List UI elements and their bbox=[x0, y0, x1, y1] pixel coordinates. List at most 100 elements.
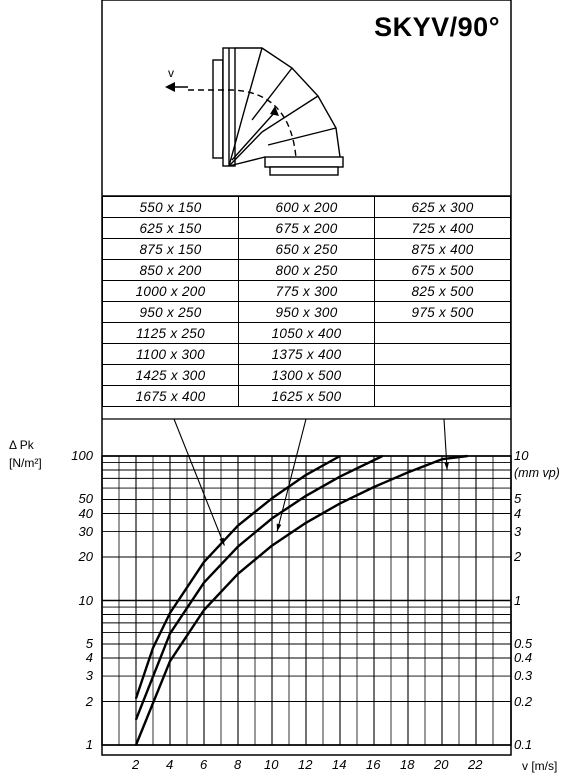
y-tick-label-left: 10 bbox=[78, 592, 93, 608]
y-tick-label-right: 5 bbox=[514, 491, 522, 507]
size-cell: 1625 x 500 bbox=[238, 385, 376, 407]
y-tick-label-right: 0.1 bbox=[514, 737, 533, 752]
curve-point bbox=[466, 455, 469, 457]
y-tick-label-left: 2 bbox=[85, 693, 93, 709]
curve-point bbox=[271, 497, 273, 500]
size-cell bbox=[374, 322, 511, 344]
y-tick-label-left: 20 bbox=[78, 549, 93, 564]
size-cell bbox=[374, 343, 511, 365]
y-axis-label-right: (mm vp) bbox=[514, 466, 560, 480]
size-cell: 1100 x 300 bbox=[101, 343, 240, 365]
x-axis-label: v [m/s] bbox=[522, 759, 558, 773]
size-cell: 1300 x 500 bbox=[238, 364, 376, 386]
curve-point bbox=[271, 517, 273, 520]
x-tick-label: 8 bbox=[234, 757, 242, 772]
size-cell: 625 x 150 bbox=[101, 217, 240, 239]
x-tick-label: 20 bbox=[434, 757, 449, 772]
size-cell: 675 x 500 bbox=[374, 259, 511, 281]
curve-point bbox=[237, 524, 239, 527]
size-cell bbox=[374, 385, 511, 407]
curve-point bbox=[305, 474, 307, 476]
y-tick-label-left: 5 bbox=[85, 635, 93, 651]
x-tick-label: 6 bbox=[200, 757, 208, 772]
curve-point bbox=[373, 486, 375, 488]
size-cell bbox=[374, 364, 511, 386]
curve-series-1 bbox=[134, 454, 341, 699]
size-cell: 1000 x 200 bbox=[101, 280, 240, 302]
curve-point bbox=[237, 573, 239, 575]
curve-point bbox=[203, 561, 205, 563]
y-tick-label-right: 3 bbox=[514, 523, 522, 539]
y-tick-label-right: 0.3 bbox=[514, 668, 533, 684]
curve-point bbox=[169, 660, 171, 663]
chart-curves bbox=[134, 454, 469, 746]
y-axis-label-line2: [N/m²] bbox=[9, 456, 42, 470]
y-tick-label-left: 50 bbox=[78, 491, 93, 507]
size-cell: 950 x 300 bbox=[238, 301, 376, 323]
pointer-column-2 bbox=[276, 418, 307, 532]
x-tick-label: 14 bbox=[332, 757, 347, 772]
y-axis-label-left: Δ Pk [N/m²] bbox=[9, 436, 42, 472]
y-tick-label-right: 0.4 bbox=[514, 650, 533, 665]
pointer-column-2-head bbox=[276, 523, 282, 532]
size-cell: 800 x 250 bbox=[238, 259, 376, 281]
curve-point bbox=[339, 475, 341, 478]
curve-point bbox=[135, 697, 137, 700]
flow-arrow-head bbox=[270, 106, 279, 116]
product-title: SKYV/90° bbox=[374, 12, 500, 42]
y-tick-label-left: 3 bbox=[85, 668, 93, 684]
y-tick-label-left: 30 bbox=[78, 523, 93, 539]
pointer-column-3-head bbox=[444, 462, 449, 471]
x-tick-label: 16 bbox=[366, 757, 381, 772]
curve-point bbox=[169, 612, 171, 614]
size-cell: 1050 x 400 bbox=[238, 322, 376, 344]
elbow-diagram bbox=[188, 47, 344, 176]
y-tick-label-left: 1 bbox=[85, 737, 93, 752]
size-cell: 850 x 200 bbox=[101, 259, 240, 281]
size-cell: 1425 x 300 bbox=[101, 364, 240, 386]
x-tick-label: 18 bbox=[400, 757, 415, 772]
size-cell: 600 x 200 bbox=[238, 196, 376, 218]
size-cell: 825 x 500 bbox=[374, 280, 511, 302]
chart-grid bbox=[101, 455, 512, 746]
velocity-arrow-head bbox=[165, 82, 175, 92]
y-tick-label-right: 10 bbox=[514, 448, 529, 463]
curve-point bbox=[407, 471, 409, 474]
x-tick-label: 2 bbox=[132, 757, 140, 772]
size-cell: 975 x 500 bbox=[374, 301, 511, 323]
pointer-column-3 bbox=[443, 418, 448, 471]
curve-point bbox=[305, 521, 307, 524]
curve-point bbox=[169, 632, 171, 635]
y-tick-label-right: 2 bbox=[514, 549, 522, 564]
curve-point bbox=[135, 718, 137, 721]
x-tick-label: 4 bbox=[166, 757, 174, 772]
velocity-label: v bbox=[168, 66, 174, 80]
curve-point bbox=[203, 581, 205, 584]
curve-point bbox=[381, 455, 384, 457]
y-tick-label-left: 100 bbox=[71, 448, 93, 463]
size-cell: 625 x 300 bbox=[374, 196, 511, 218]
y-tick-label-right: 0.2 bbox=[514, 693, 533, 709]
x-tick-label: 12 bbox=[298, 757, 313, 772]
y-tick-label-right: 4 bbox=[514, 505, 522, 521]
size-cell: 725 x 400 bbox=[374, 217, 511, 239]
curve-series-2 bbox=[134, 454, 384, 721]
size-cell: 650 x 250 bbox=[238, 238, 376, 260]
x-tick-label: 22 bbox=[468, 757, 483, 772]
curve-point bbox=[203, 609, 205, 611]
size-cell: 875 x 400 bbox=[374, 238, 511, 260]
curve-point bbox=[339, 502, 341, 505]
x-tick-label: 10 bbox=[264, 757, 279, 772]
pointer-column-1 bbox=[173, 418, 225, 546]
curve-point bbox=[152, 647, 154, 649]
